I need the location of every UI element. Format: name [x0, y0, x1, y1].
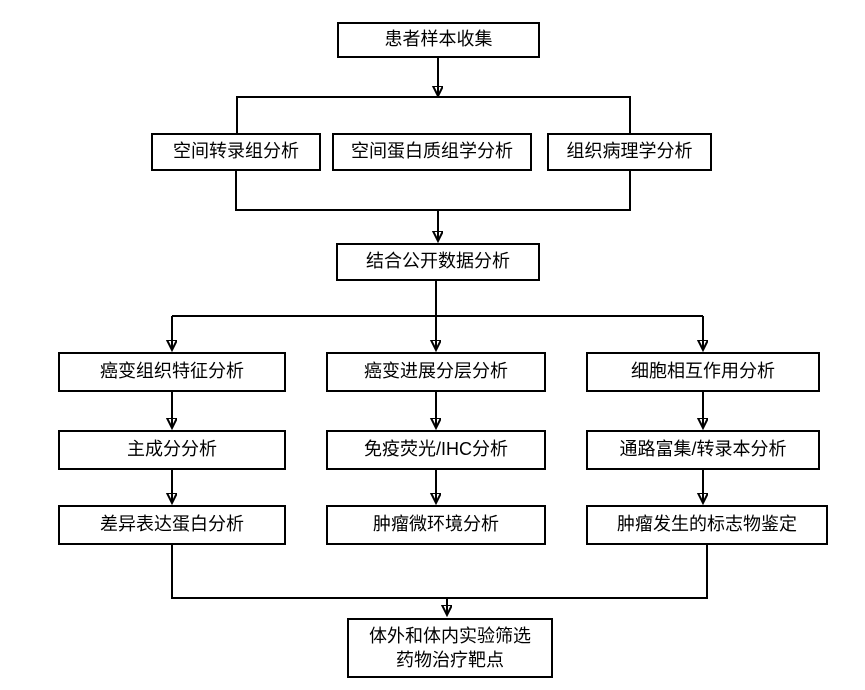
connector-merge-bar-2: [171, 545, 708, 615]
node-patient-sample-collection: 患者样本收集: [337, 22, 540, 58]
node-tumorigenesis-markers: 肿瘤发生的标志物鉴定: [586, 505, 828, 545]
node-drug-target-screening: 体外和体内实验筛选 药物治疗靶点: [347, 618, 553, 678]
node-pathway-enrichment-transcript: 通路富集/转录本分析: [586, 430, 820, 470]
connector-column-arrows-1: [172, 392, 703, 428]
node-cancer-progression-stratification: 癌变进展分层分析: [326, 352, 546, 392]
node-differential-protein-expression: 差异表达蛋白分析: [58, 505, 286, 545]
node-public-data-analysis: 结合公开数据分析: [336, 243, 540, 281]
node-histopathology: 组织病理学分析: [547, 133, 712, 171]
node-cell-interaction: 细胞相互作用分析: [586, 352, 820, 392]
node-spatial-transcriptomics: 空间转录组分析: [151, 133, 321, 171]
connector-merge-bar-1: [235, 171, 631, 241]
drug-target-screening-label: 体外和体内实验筛选 药物治疗靶点: [369, 625, 531, 670]
node-cancer-tissue-features: 癌变组织特征分析: [58, 352, 286, 392]
node-spatial-proteomics: 空间蛋白质组学分析: [332, 133, 532, 171]
connector-column-arrows-2: [172, 470, 703, 503]
node-principal-component-analysis: 主成分分析: [58, 430, 286, 470]
node-tumor-microenvironment: 肿瘤微环境分析: [326, 505, 546, 545]
node-immunofluorescence-ihc: 免疫荧光/IHC分析: [326, 430, 546, 470]
connector-top-split-bar: [236, 96, 631, 133]
connector-split-bar-2: [172, 281, 703, 350]
